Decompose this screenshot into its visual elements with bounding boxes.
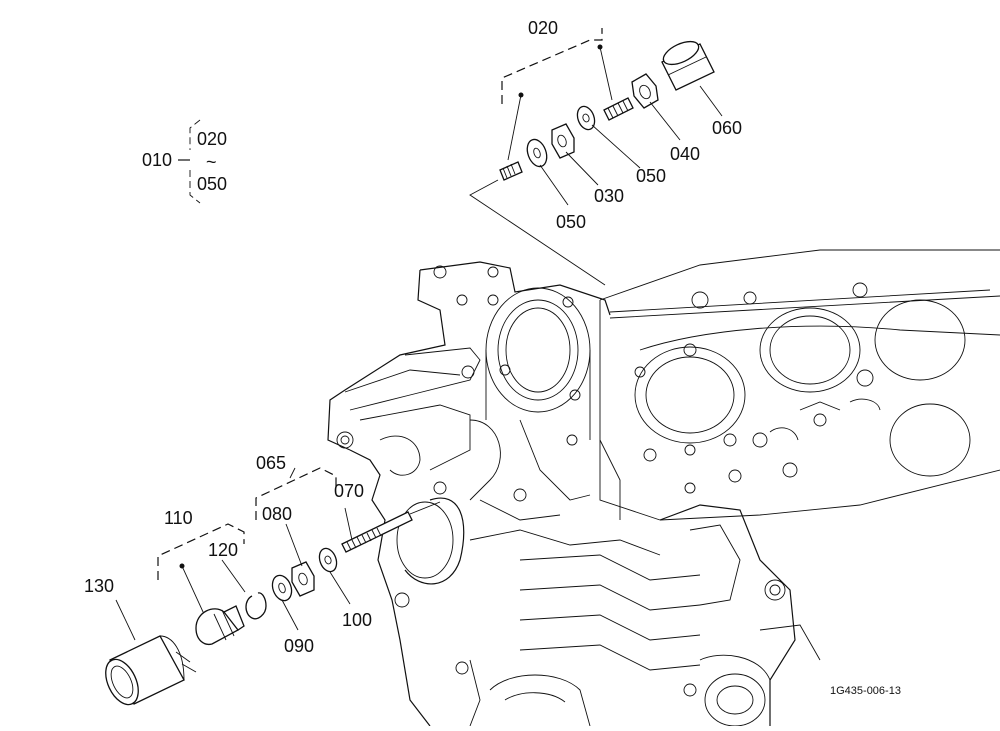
label-050a: 050 [556, 212, 586, 232]
snap-ring-120-part [245, 592, 267, 620]
label-050b: 050 [636, 166, 666, 186]
nut-080-part [291, 561, 315, 597]
cap-060-part [661, 40, 715, 91]
assembly-110-group: 110 120 130 [84, 508, 267, 706]
group-065-bracket [255, 467, 337, 520]
label-020: 020 [528, 18, 558, 38]
assembly-020-group: 020 050 030 050 040 060 [469, 18, 742, 286]
washer-090-part [271, 574, 293, 602]
label-110: 110 [164, 508, 193, 528]
stud-bolt-long-part [603, 97, 634, 121]
washer-100-part [318, 547, 338, 573]
label-060: 060 [712, 118, 742, 138]
label-130: 130 [84, 576, 114, 596]
stud-bolt-part [499, 161, 523, 181]
cap-nut-040-part [631, 73, 659, 109]
washer-050a-part [526, 138, 548, 168]
cap-nut-110-part [195, 605, 245, 646]
assembly-065-group: 065 070 080 090 100 [255, 453, 441, 656]
label-040: 040 [670, 144, 700, 164]
label-100: 100 [342, 610, 372, 630]
label-range-end: 050 [197, 174, 227, 194]
label-030: 030 [594, 186, 624, 206]
assembly-010-callout: 010 020 ~ 050 [142, 119, 227, 204]
engine-block-housing [327, 249, 1000, 727]
label-range-start: 020 [197, 129, 227, 149]
group-110-bracket [157, 523, 245, 580]
label-range-tilde: ~ [206, 152, 217, 172]
label-070: 070 [334, 481, 364, 501]
washer-050b-part [576, 105, 596, 131]
drawing-code: 1G435-006-13 [830, 685, 901, 697]
label-090: 090 [284, 636, 314, 656]
label-065: 065 [256, 453, 286, 473]
label-120: 120 [208, 540, 238, 560]
group-020-bracket [501, 28, 603, 104]
sleeve-130-part [105, 635, 197, 706]
range-bracket [189, 119, 201, 204]
nut-030-part [551, 123, 575, 159]
stud-bolt-070-part [341, 501, 441, 553]
label-080: 080 [262, 504, 292, 524]
label-010: 010 [142, 150, 172, 170]
